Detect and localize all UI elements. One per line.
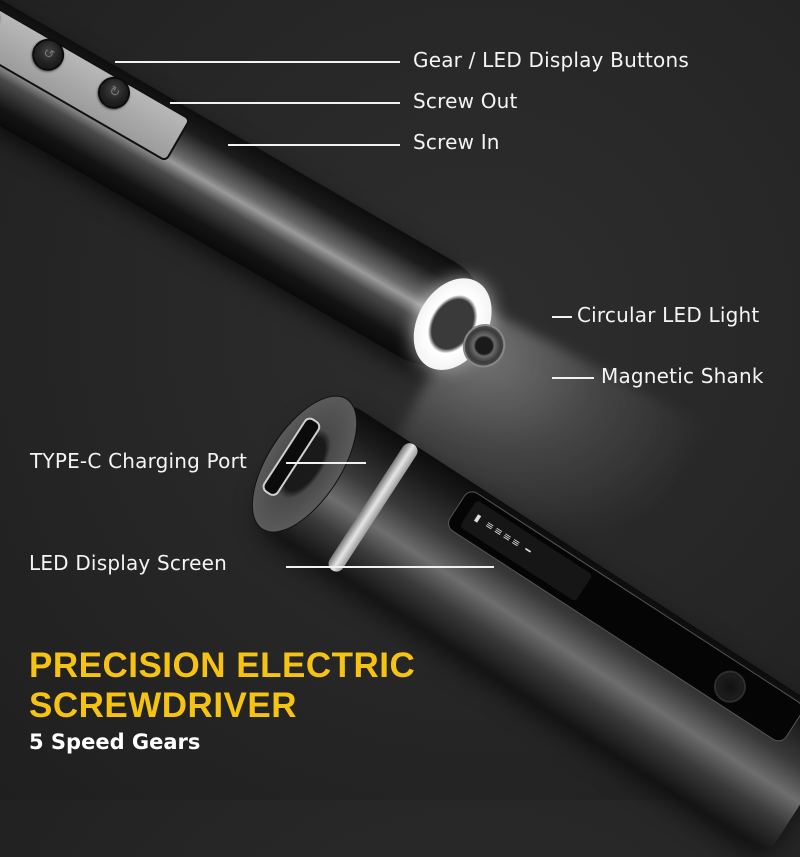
label-magnetic-shank: Magnetic Shank (601, 364, 764, 388)
headline-line-1: PRECISION ELECTRIC (29, 646, 416, 685)
callout-line-screw-out (170, 102, 400, 104)
usb-c-port-icon (259, 414, 323, 499)
button-panel (0, 0, 192, 163)
callout-line-shank (552, 377, 594, 379)
callout-line-led-light (552, 316, 572, 318)
label-led-display-screen: LED Display Screen (29, 551, 227, 575)
callout-line-type-c (286, 462, 366, 464)
label-gear-led-buttons: Gear / LED Display Buttons (413, 48, 689, 72)
label-type-c-port: TYPE-C Charging Port (30, 449, 248, 473)
callout-line-screw-in (228, 144, 400, 146)
bottom-button-icon (707, 664, 753, 709)
subtitle: 5 Speed Gears (29, 730, 201, 754)
callout-line-display (286, 566, 494, 568)
label-screw-in: Screw In (413, 130, 500, 154)
label-circular-led-light: Circular LED Light (577, 303, 760, 327)
callout-line-gear (115, 61, 400, 63)
label-screw-out: Screw Out (413, 89, 518, 113)
headline: PRECISION ELECTRIC SCREWDRIVER (29, 646, 415, 726)
headline-line-2: SCREWDRIVER (29, 686, 298, 725)
